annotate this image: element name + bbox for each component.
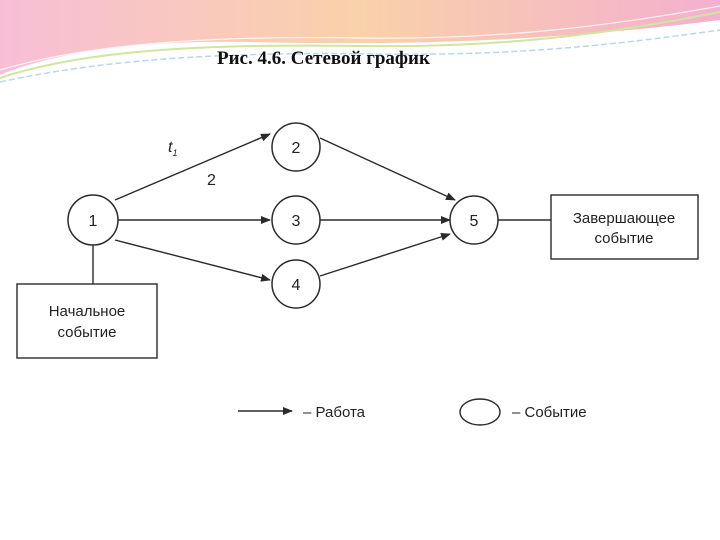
header-banner [0, 0, 720, 83]
event-node-3 [271, 195, 321, 245]
arc-1-2 [114, 133, 271, 201]
event-node-5 [449, 195, 499, 245]
arc-4-5 [319, 232, 451, 277]
arc-2-5 [319, 137, 456, 201]
event-node-2-label: 2 [292, 140, 301, 157]
arc-label-t-sub: 1 [172, 148, 177, 158]
legend-work-label: – Работа [303, 404, 366, 421]
start-event-box [16, 283, 158, 359]
event-node-4 [271, 259, 321, 309]
arc-label-t-main: t [168, 139, 173, 156]
arc-1-4 [114, 239, 271, 282]
end-event-line2: событие [595, 230, 654, 247]
arc-label-t: t1 [168, 139, 177, 158]
end-event-line1: Завершающее [573, 210, 675, 227]
event-node-4-label: 4 [292, 277, 301, 294]
event-node-3-label: 3 [292, 213, 301, 230]
end-event-box [550, 194, 699, 260]
start-event-line2: событие [58, 324, 117, 341]
start-event-line1: Начальное [49, 303, 126, 320]
figure-title: Рис. 4.6. Сетевой график [217, 48, 430, 69]
event-node-1 [67, 194, 119, 246]
arc-label-duration: 2 [207, 172, 216, 189]
event-node-2 [271, 122, 321, 172]
event-node-1-label: 1 [89, 213, 98, 230]
event-node-5-label: 5 [470, 213, 479, 230]
legend-event-symbol [459, 398, 501, 426]
legend-event-label: – Событие [512, 404, 587, 421]
